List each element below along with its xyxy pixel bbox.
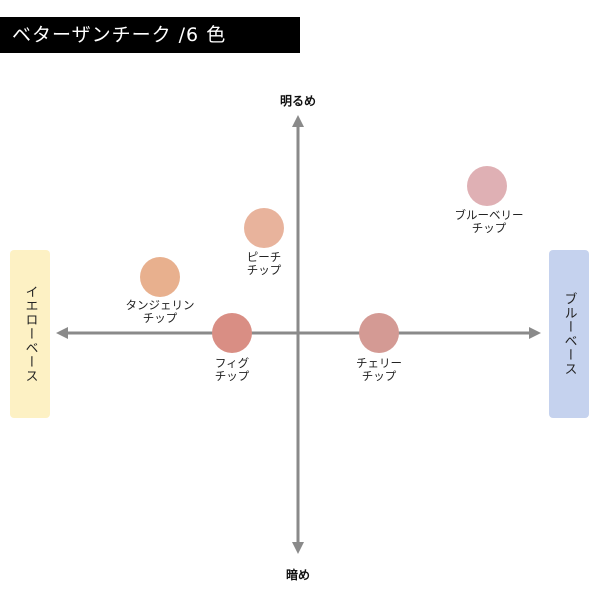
yellow-base-box: イエローベース [10,250,50,418]
chip-label-fig: フィグ チップ [215,357,250,383]
blue-base-box: ブルーベース [549,250,589,418]
axis-label-bottom: 暗め [285,568,311,582]
chip-peach [244,208,284,248]
chip-peach-name: ピーチ [246,250,282,264]
chip-tangerine-name: タンジェリン [125,298,195,312]
chip-label-peach: ピーチ チップ [247,251,282,277]
chip-blueberry-name: ブルーベリー [454,208,524,222]
chip-tangerine-suffix: チップ [142,311,178,325]
chip-blueberry [467,166,507,206]
chip-cherry [359,313,399,353]
blue-base-label: ブルーベース [561,292,577,376]
page-title: ベターザンチーク /6 色 [0,17,300,53]
chip-label-blueberry: ブルーベリー チップ [455,209,524,235]
chip-blueberry-suffix: チップ [471,221,507,235]
chip-cherry-name: チェリー [356,356,402,370]
axis-label-top: 明るめ [279,94,317,108]
chip-label-cherry: チェリー チップ [356,357,402,383]
chip-label-tangerine: タンジェリン チップ [126,299,195,325]
yellow-base-label: イエローベース [22,285,38,383]
chip-fig-name: フィグ [214,356,250,370]
chip-tangerine [140,257,180,297]
chip-peach-suffix: チップ [246,263,282,277]
chip-fig-suffix: チップ [214,369,250,383]
chip-fig [212,313,252,353]
chip-cherry-suffix: チップ [361,369,397,383]
